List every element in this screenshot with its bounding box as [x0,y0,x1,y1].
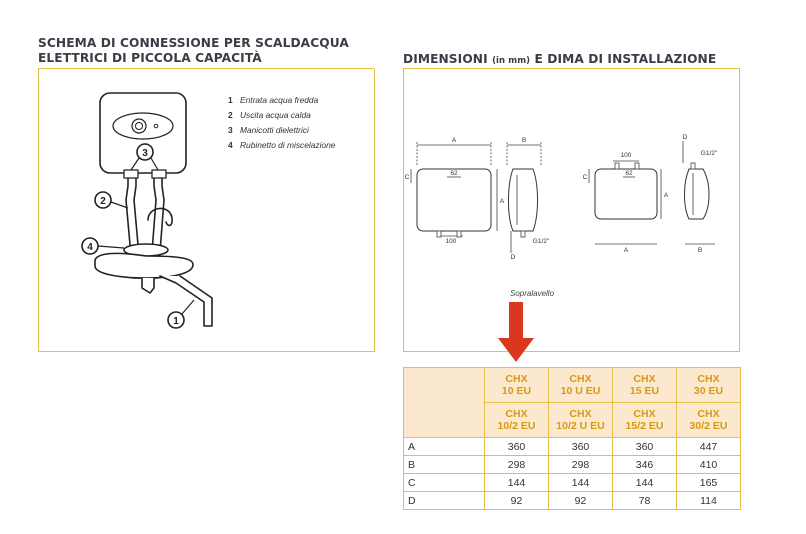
side-view-overhead [506,142,542,253]
label-g12-underneath: G1/2" [701,150,718,157]
mixing-faucet [147,207,173,227]
row-label: B [403,455,485,474]
label-62-underneath: 62 [625,170,633,177]
front-view-underneath [588,160,662,245]
dimensions-title-unit: (in mm) [492,56,531,66]
table-cell: 410 [676,455,741,474]
connection-schema-panel [38,69,375,352]
title-line-1: SCHEMA DI CONNESSIONE PER SCALDACQUA [38,36,349,50]
table-row: A 360 360 360 447 [403,437,741,456]
label-100-underneath: 100 [621,152,632,159]
table-cell: 165 [676,473,741,492]
table-cell: 144 [484,473,549,492]
side-view-underneath [682,141,715,245]
table-corner [403,367,485,438]
dimension-drawings: A B A C 62 100 D G1/2" 100 62 C A A D G1… [405,134,718,261]
row-label: D [403,491,485,510]
label-c-underneath: C [583,174,588,181]
label-62-overhead: 62 [450,170,458,177]
dimensions-title-main: DIMENSIONI [403,52,488,66]
overhead-caption: Sopralavello [510,289,555,298]
callout-1: 1 [167,299,195,329]
table-cell: 78 [612,491,677,510]
dimensions-title: DIMENSIONI (in mm) E DIMA DI INSTALLAZIO… [403,52,716,69]
table-cell: 447 [676,437,741,456]
connection-diagram: 3 2 4 1 [81,92,213,329]
title-line-2: ELETTRICI DI PICCOLA CAPACITÀ [38,51,262,65]
table-cell: 360 [484,437,549,456]
table-cell: 144 [548,473,613,492]
right-title-rule [403,68,740,69]
front-view-overhead [410,142,498,238]
table-row: B 298 298 346 410 [403,455,741,474]
label-a-underneath-height: A [664,192,669,199]
cold-inlet-pipe [159,275,213,327]
label-a-overhead-front: A [452,137,457,144]
label-d-overhead: D [511,254,516,261]
table-cell: 298 [484,455,549,474]
callout-3-label: 3 [142,148,148,159]
label-100-overhead: 100 [446,238,457,245]
table-cell: 298 [548,455,613,474]
left-title-rule [38,68,374,69]
down-arrow-icon [498,302,534,362]
table-cell: 144 [612,473,677,492]
label-g12-overhead: G1/2" [533,238,550,245]
indicator-light-icon [153,123,159,129]
label-b-underneath: B [698,247,702,254]
callout-4-label: 4 [87,242,93,253]
label-b-overhead-side: B [522,137,526,144]
table-cell: 346 [612,455,677,474]
connection-schema-title: SCHEMA DI CONNESSIONE PER SCALDACQUA ELE… [38,36,349,66]
thermostat-knob-icon [131,118,147,134]
label-d-underneath: D [683,134,688,141]
table-row: D 92 92 78 114 [403,491,741,510]
row-label: A [403,437,485,456]
sink-basin [94,252,194,279]
label-c-overhead: C [405,174,410,181]
callout-2-label: 2 [100,196,106,207]
callout-3: 3 [130,143,159,171]
dimensions-title-rest: E DIMA DI INSTALLAZIONE [534,52,717,66]
table-row: C 144 144 144 165 [403,473,741,492]
table-cell: 114 [676,491,741,510]
callout-2: 2 [94,191,129,209]
label-a-underneath-width: A [624,247,629,254]
table-cell: 360 [612,437,677,456]
row-label: C [403,473,485,492]
dimensions-panel [403,69,740,352]
table-cell: 92 [548,491,613,510]
label-a-overhead-height: A [500,198,505,205]
table-cell: 92 [484,491,549,510]
table-cell: 360 [548,437,613,456]
callout-4: 4 [81,237,125,255]
callout-1-label: 1 [173,316,179,327]
